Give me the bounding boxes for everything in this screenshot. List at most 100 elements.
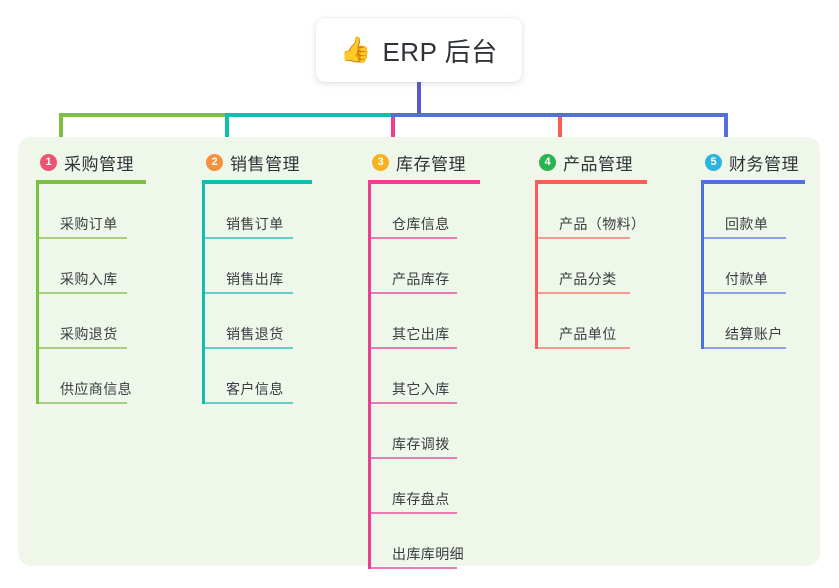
leaf-rule (371, 237, 457, 239)
branch-items-4: 产品（物料） 产品分类产品单位 (535, 184, 647, 349)
leaf-node[interactable]: 付款单 (701, 239, 805, 294)
branch-items-3: 仓库信息产品库存其它出库其它入库库存调拨库存盘点出库库明细 (368, 184, 480, 569)
branch-rule-4 (535, 180, 647, 184)
leaf-rule (39, 347, 127, 349)
leaf-node[interactable]: 客户信息 (202, 349, 312, 404)
drop-connector-4 (558, 117, 562, 143)
leaf-node[interactable]: 其它入库 (368, 349, 480, 404)
leaf-rule (371, 402, 457, 404)
branch-rule-2 (202, 180, 312, 184)
leaf-node[interactable]: 结算账户 (701, 294, 805, 349)
leaf-label: 销售订单 (226, 216, 284, 232)
leaf-label: 销售出库 (226, 271, 284, 287)
leaf-rule (704, 292, 786, 294)
leaf-label: 仓库信息 (392, 216, 450, 232)
branch-items-5: 回款单付款单结算账户 (701, 184, 805, 349)
leaf-label: 库存调拨 (392, 436, 450, 452)
branch-header-5[interactable]: 5 财务管理 (701, 147, 805, 177)
root-stem-connector (417, 82, 421, 114)
branch-column-3: 3 库存管理仓库信息产品库存其它出库其它入库库存调拨库存盘点出库库明细 (368, 147, 480, 569)
leaf-label: 采购订单 (60, 216, 118, 232)
drop-connector-2 (225, 117, 229, 143)
leaf-label: 客户信息 (226, 381, 284, 397)
leaf-node[interactable]: 库存调拨 (368, 404, 480, 459)
leaf-label: 采购退货 (60, 326, 118, 342)
branch-column-4: 4 产品管理产品（物料） 产品分类产品单位 (535, 147, 647, 349)
leaf-rule (205, 237, 293, 239)
thumbs-up-icon: 👍 (340, 35, 372, 64)
leaf-rule (371, 457, 457, 459)
leaf-node[interactable]: 库存盘点 (368, 459, 480, 514)
leaf-label: 回款单 (725, 216, 769, 232)
leaf-node[interactable]: 采购入库 (36, 239, 146, 294)
leaf-label: 产品分类 (559, 271, 617, 287)
bar-segment-teal (225, 113, 391, 117)
leaf-rule (205, 347, 293, 349)
branch-items-1: 采购订单采购入库采购退货供应商信息 (36, 184, 146, 404)
leaf-node[interactable]: 供应商信息 (36, 349, 146, 404)
branch-rule-5 (701, 180, 805, 184)
leaf-node[interactable]: 其它出库 (368, 294, 480, 349)
leaf-label: 采购入库 (60, 271, 118, 287)
branch-spine-3 (368, 184, 371, 569)
branch-badge-2: 2 (206, 153, 223, 171)
leaf-node[interactable]: 产品库存 (368, 239, 480, 294)
branch-spine-1 (36, 184, 39, 404)
leaf-rule (39, 402, 127, 404)
bar-segment-blue (391, 113, 728, 117)
leaf-label: 产品库存 (392, 271, 450, 287)
leaf-rule (538, 237, 630, 239)
leaf-rule (538, 292, 630, 294)
leaf-node[interactable]: 采购订单 (36, 184, 146, 239)
leaf-rule (371, 512, 457, 514)
leaf-label: 产品单位 (559, 326, 617, 342)
branch-header-3[interactable]: 3 库存管理 (368, 147, 480, 177)
leaf-label: 付款单 (725, 271, 769, 287)
leaf-node[interactable]: 仓库信息 (368, 184, 480, 239)
leaf-label: 其它入库 (392, 381, 450, 397)
leaf-node[interactable]: 产品（物料） (535, 184, 647, 239)
leaf-label: 供应商信息 (60, 381, 132, 397)
branch-label-5: 财务管理 (729, 154, 799, 174)
root-title: ERP 后台 (382, 36, 498, 67)
branch-label-2: 销售管理 (230, 154, 300, 174)
branch-badge-5: 5 (705, 153, 722, 171)
leaf-node[interactable]: 出库库明细 (368, 514, 480, 569)
leaf-rule (704, 347, 786, 349)
branch-items-2: 销售订单销售出库销售退货客户信息 (202, 184, 312, 404)
branch-label-3: 库存管理 (396, 154, 466, 174)
leaf-rule (371, 567, 457, 569)
branch-header-4[interactable]: 4 产品管理 (535, 147, 647, 177)
branch-spine-5 (701, 184, 704, 349)
leaf-label: 结算账户 (725, 326, 783, 342)
branch-badge-1: 1 (40, 153, 57, 171)
leaf-node[interactable]: 产品分类 (535, 239, 647, 294)
leaf-node[interactable]: 采购退货 (36, 294, 146, 349)
branch-badge-3: 3 (372, 153, 389, 171)
branch-label-4: 产品管理 (563, 154, 633, 174)
root-node[interactable]: 👍 ERP 后台 (316, 18, 522, 82)
leaf-node[interactable]: 产品单位 (535, 294, 647, 349)
leaf-rule (371, 292, 457, 294)
leaf-node[interactable]: 回款单 (701, 184, 805, 239)
drop-connector-5 (724, 117, 728, 143)
leaf-label: 库存盘点 (392, 491, 450, 507)
leaf-rule (538, 347, 630, 349)
drop-connector-1 (59, 117, 63, 143)
branch-badge-4: 4 (539, 153, 556, 171)
leaf-rule (371, 347, 457, 349)
leaf-rule (205, 292, 293, 294)
leaf-node[interactable]: 销售出库 (202, 239, 312, 294)
leaf-rule (704, 237, 786, 239)
branch-header-2[interactable]: 2 销售管理 (202, 147, 312, 177)
leaf-label: 出库库明细 (392, 546, 464, 562)
branch-rule-3 (368, 180, 480, 184)
branch-spine-2 (202, 184, 205, 404)
leaf-node[interactable]: 销售订单 (202, 184, 312, 239)
leaf-label: 销售退货 (226, 326, 284, 342)
leaf-node[interactable]: 销售退货 (202, 294, 312, 349)
